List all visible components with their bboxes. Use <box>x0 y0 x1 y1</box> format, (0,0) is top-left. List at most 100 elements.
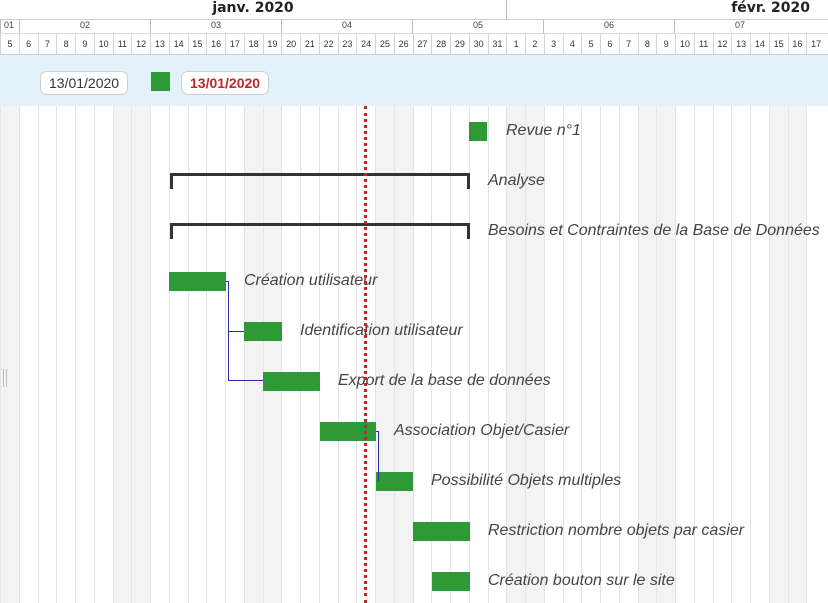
task-bar[interactable] <box>320 422 376 441</box>
weekend-shade <box>112 106 132 603</box>
grid-line <box>469 106 470 603</box>
grid-line <box>788 106 789 603</box>
day-label: 6 <box>18 34 38 54</box>
day-label: 27 <box>412 34 432 54</box>
day-label: 28 <box>431 34 450 54</box>
day-label: 24 <box>356 34 375 54</box>
grid-line <box>450 106 451 603</box>
grid-line <box>769 106 770 603</box>
grid-line <box>169 106 170 603</box>
day-label: 23 <box>337 34 357 54</box>
weekend-shade <box>768 106 788 603</box>
week-label: 04 <box>281 19 412 33</box>
grid-line <box>338 106 339 603</box>
task-bar[interactable] <box>432 572 470 591</box>
task-label: Revue n°1 <box>506 122 581 139</box>
grid-line <box>713 106 714 603</box>
task-label: Création utilisateur <box>244 272 378 289</box>
dependency-line <box>228 380 263 381</box>
day-label: 10 <box>675 34 694 54</box>
task-label: Création bouton sur le site <box>488 572 675 589</box>
task-label: Besoins et Contraintes de la Base de Don… <box>488 222 820 239</box>
start-date-field[interactable]: 13/01/2020 <box>40 71 129 95</box>
task-label: Association Objet/Casier <box>394 422 570 439</box>
weekend-shade <box>243 106 263 603</box>
dependency-line <box>378 431 379 481</box>
grid-line <box>431 106 432 603</box>
weekend-shade <box>637 106 657 603</box>
month-label-feb: févr. 2020 <box>731 0 810 16</box>
grid-line <box>75 106 76 603</box>
grid-line <box>188 106 189 603</box>
weekend-shade <box>525 106 544 603</box>
grid-line <box>319 106 320 603</box>
day-label: 12 <box>712 34 732 54</box>
task-label: Analyse <box>488 172 545 189</box>
grid-line <box>544 106 545 603</box>
week-label: 02 <box>19 19 150 33</box>
day-label: 31 <box>487 34 507 54</box>
grid-line <box>656 106 657 603</box>
day-label: 13 <box>731 34 750 54</box>
dependency-line <box>226 281 229 282</box>
day-label: 2 <box>525 34 544 54</box>
grid-line <box>113 106 114 603</box>
day-label: 22 <box>318 34 338 54</box>
day-label: 17 <box>225 34 244 54</box>
grid-line <box>19 106 20 603</box>
summary-bracket[interactable] <box>170 223 470 239</box>
grid-line <box>263 106 264 603</box>
day-label: 7 <box>37 34 57 54</box>
grid-line <box>750 106 751 603</box>
week-label: 05 <box>412 19 543 33</box>
day-label: 9 <box>75 34 94 54</box>
task-bar[interactable] <box>244 322 282 341</box>
week-header: 01 02 03 04 05 06 07 <box>0 19 828 34</box>
day-label: 13 <box>150 34 169 54</box>
day-label: 30 <box>468 34 488 54</box>
task-bar[interactable] <box>376 472 413 491</box>
day-label: 1 <box>506 34 525 54</box>
grid-line <box>38 106 39 603</box>
day-label: 11 <box>693 34 713 54</box>
day-label: 20 <box>281 34 300 54</box>
day-label: 9 <box>656 34 675 54</box>
day-label: 12 <box>131 34 150 54</box>
grid-line <box>506 106 507 603</box>
day-label: 11 <box>112 34 132 54</box>
task-bar[interactable] <box>169 272 226 291</box>
weekend-shade <box>506 106 525 603</box>
day-label: 5 <box>0 34 19 54</box>
dependency-line <box>228 331 244 332</box>
task-label: Identification utilisateur <box>300 322 463 339</box>
task-bar[interactable] <box>263 372 320 391</box>
day-label: 5 <box>581 34 600 54</box>
week-label: 03 <box>150 19 281 33</box>
day-label: 3 <box>543 34 563 54</box>
day-label: 29 <box>450 34 469 54</box>
day-label: 16 <box>206 34 225 54</box>
weekend-shade <box>656 106 675 603</box>
day-label: 15 <box>187 34 207 54</box>
task-color-swatch[interactable] <box>151 72 170 91</box>
milestone-bar[interactable] <box>469 122 487 141</box>
task-bar[interactable] <box>413 522 470 541</box>
today-date-field[interactable]: 13/01/2020 <box>181 71 270 95</box>
grid-line <box>281 106 282 603</box>
grid-line <box>694 106 695 603</box>
grid-line <box>731 106 732 603</box>
grid-line <box>563 106 564 603</box>
grid-line <box>600 106 601 603</box>
grid-line <box>638 106 639 603</box>
grid-line <box>244 106 245 603</box>
task-label: Export de la base de données <box>338 372 551 389</box>
grid-line <box>675 106 676 603</box>
day-label: 8 <box>56 34 75 54</box>
month-header: janv. 2020 févr. 2020 <box>0 0 828 20</box>
grid-line <box>131 106 132 603</box>
day-label: 21 <box>300 34 319 54</box>
resize-handle[interactable] <box>3 369 7 387</box>
summary-bracket[interactable] <box>170 173 470 189</box>
